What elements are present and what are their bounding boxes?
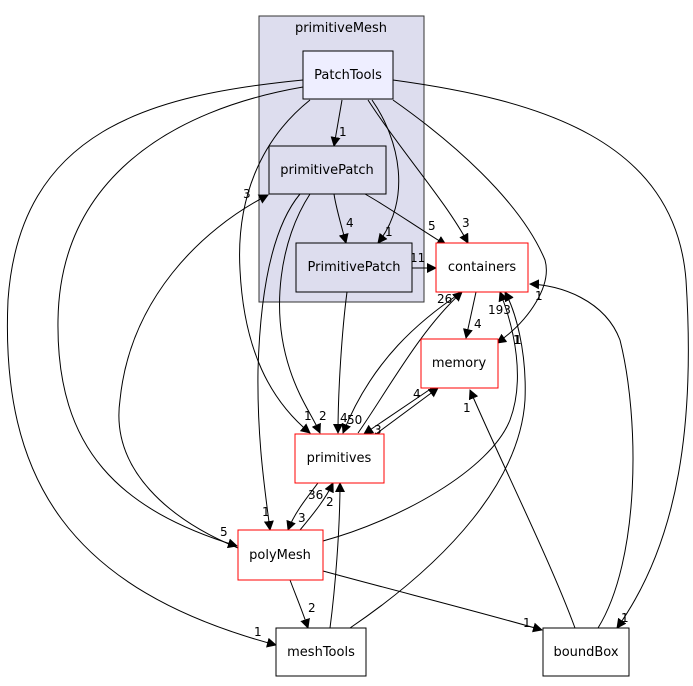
edge-polymesh-containers: 193 (322, 291, 518, 542)
edge-label: 1 (621, 611, 629, 625)
edge-label: 1 (463, 401, 471, 415)
edge-label: 1 (385, 225, 393, 239)
cluster-title: primitiveMesh (295, 21, 387, 36)
edge-label: 11 (410, 251, 425, 265)
edge-polymesh-primitivepatch: 3 (118, 187, 269, 549)
edge-label: 4 (346, 216, 354, 230)
edge-patchtools-memory: 1 (392, 99, 547, 347)
edge-label: 4 (340, 411, 348, 425)
edge-patchtools-primitivepatch: 1 (330, 99, 347, 147)
edge-patchtools-containers: 3 (367, 99, 470, 244)
edge-label: 3 (298, 511, 306, 525)
edge-label: 1 (339, 125, 347, 139)
edge-label: 2 (308, 601, 316, 615)
edge-label: 2 (319, 409, 327, 423)
edge-label: 1 (514, 333, 522, 347)
edge-polymesh-boundbox: 1 (322, 570, 543, 633)
edge-primitivepatch-cap-containers: 11 (410, 251, 437, 273)
node-label: memory (432, 356, 487, 371)
edge-label: 2 (326, 495, 334, 509)
edge-containers-primitives: 50 (341, 291, 463, 434)
edge-label: 1 (254, 625, 262, 639)
node-label: PrimitivePatch (308, 260, 401, 275)
node-label: primitivePatch (280, 163, 374, 178)
edge-label: 50 (347, 413, 362, 427)
node-primitives[interactable]: primitives (294, 433, 385, 484)
edge-label: 1 (262, 505, 270, 519)
edge-memory-primitives: 3 (363, 387, 433, 437)
node-label: meshTools (287, 645, 355, 660)
edge-label: 3 (462, 216, 470, 230)
node-boundbox[interactable]: boundBox (542, 627, 630, 677)
node-containers[interactable]: containers (435, 242, 529, 293)
node-label: boundBox (553, 645, 618, 660)
edge-patchtools-polymesh: 5 (57, 86, 304, 549)
node-meshtools[interactable]: meshTools (275, 627, 367, 677)
edge-label: 3 (243, 187, 251, 201)
edge-primitivepatch-primitives: 2 (279, 193, 327, 434)
edge-label: 5 (220, 525, 228, 539)
node-label: containers (448, 260, 517, 275)
edge-label: 1 (513, 333, 521, 347)
edge-primitivepatch-primitivepatch-cap: 4 (333, 193, 354, 244)
edge-label: 193 (488, 303, 511, 317)
node-memory[interactable]: memory (420, 338, 499, 389)
edge-boundbox-containers: 1 (529, 279, 634, 629)
edges: 1 1 3 5 4 11 3 (6, 79, 689, 648)
edge-polymesh-primitives: 36 (299, 482, 334, 531)
edge-label: 26 (437, 292, 452, 306)
edge-meshtools-primitives: 2 (326, 482, 345, 629)
edge-label: 4 (413, 387, 421, 401)
edge-primitivepatch-polymesh: 1 (257, 193, 301, 531)
node-primitivepatch[interactable]: primitivePatch (268, 145, 387, 195)
node-primitivepatch-cap[interactable]: PrimitivePatch (295, 242, 413, 293)
node-patchtools[interactable]: PatchTools (302, 50, 394, 100)
edge-boundbox-memory: 1 (463, 389, 576, 629)
edge-primitivepatch-cap-primitives: 4 (333, 291, 348, 434)
edge-label: 1 (535, 289, 543, 303)
edge-primitivepatch-containers: 5 (364, 193, 447, 246)
edge-patchtools-primitives: 1 (239, 99, 312, 434)
node-label: primitives (307, 451, 372, 466)
edge-polymesh-meshtools: 2 (289, 579, 316, 629)
edge-label: 36 (308, 488, 323, 502)
edge-patchtools-meshtools: 1 (6, 79, 304, 648)
edge-label: 3 (374, 423, 382, 437)
edge-label: 4 (474, 317, 482, 331)
edge-containers-memory: 4 (463, 291, 482, 339)
edge-primitives-polymesh: 3 (286, 482, 319, 531)
edge-patchtools-primitivepatch-cap: 1 (371, 99, 400, 244)
edge-primitives-memory: 4 (375, 387, 439, 435)
edge-label: 1 (523, 616, 531, 630)
node-label: PatchTools (314, 68, 382, 83)
edge-label: 1 (304, 409, 312, 423)
edge-meshtools-containers: 1 (349, 291, 526, 629)
node-label: polyMesh (249, 548, 311, 563)
edge-primitives-containers: 26 (357, 291, 463, 434)
edge-label: 5 (428, 219, 436, 233)
node-polymesh[interactable]: polyMesh (237, 529, 324, 581)
edge-patchtools-boundbox: 1 (392, 79, 689, 629)
